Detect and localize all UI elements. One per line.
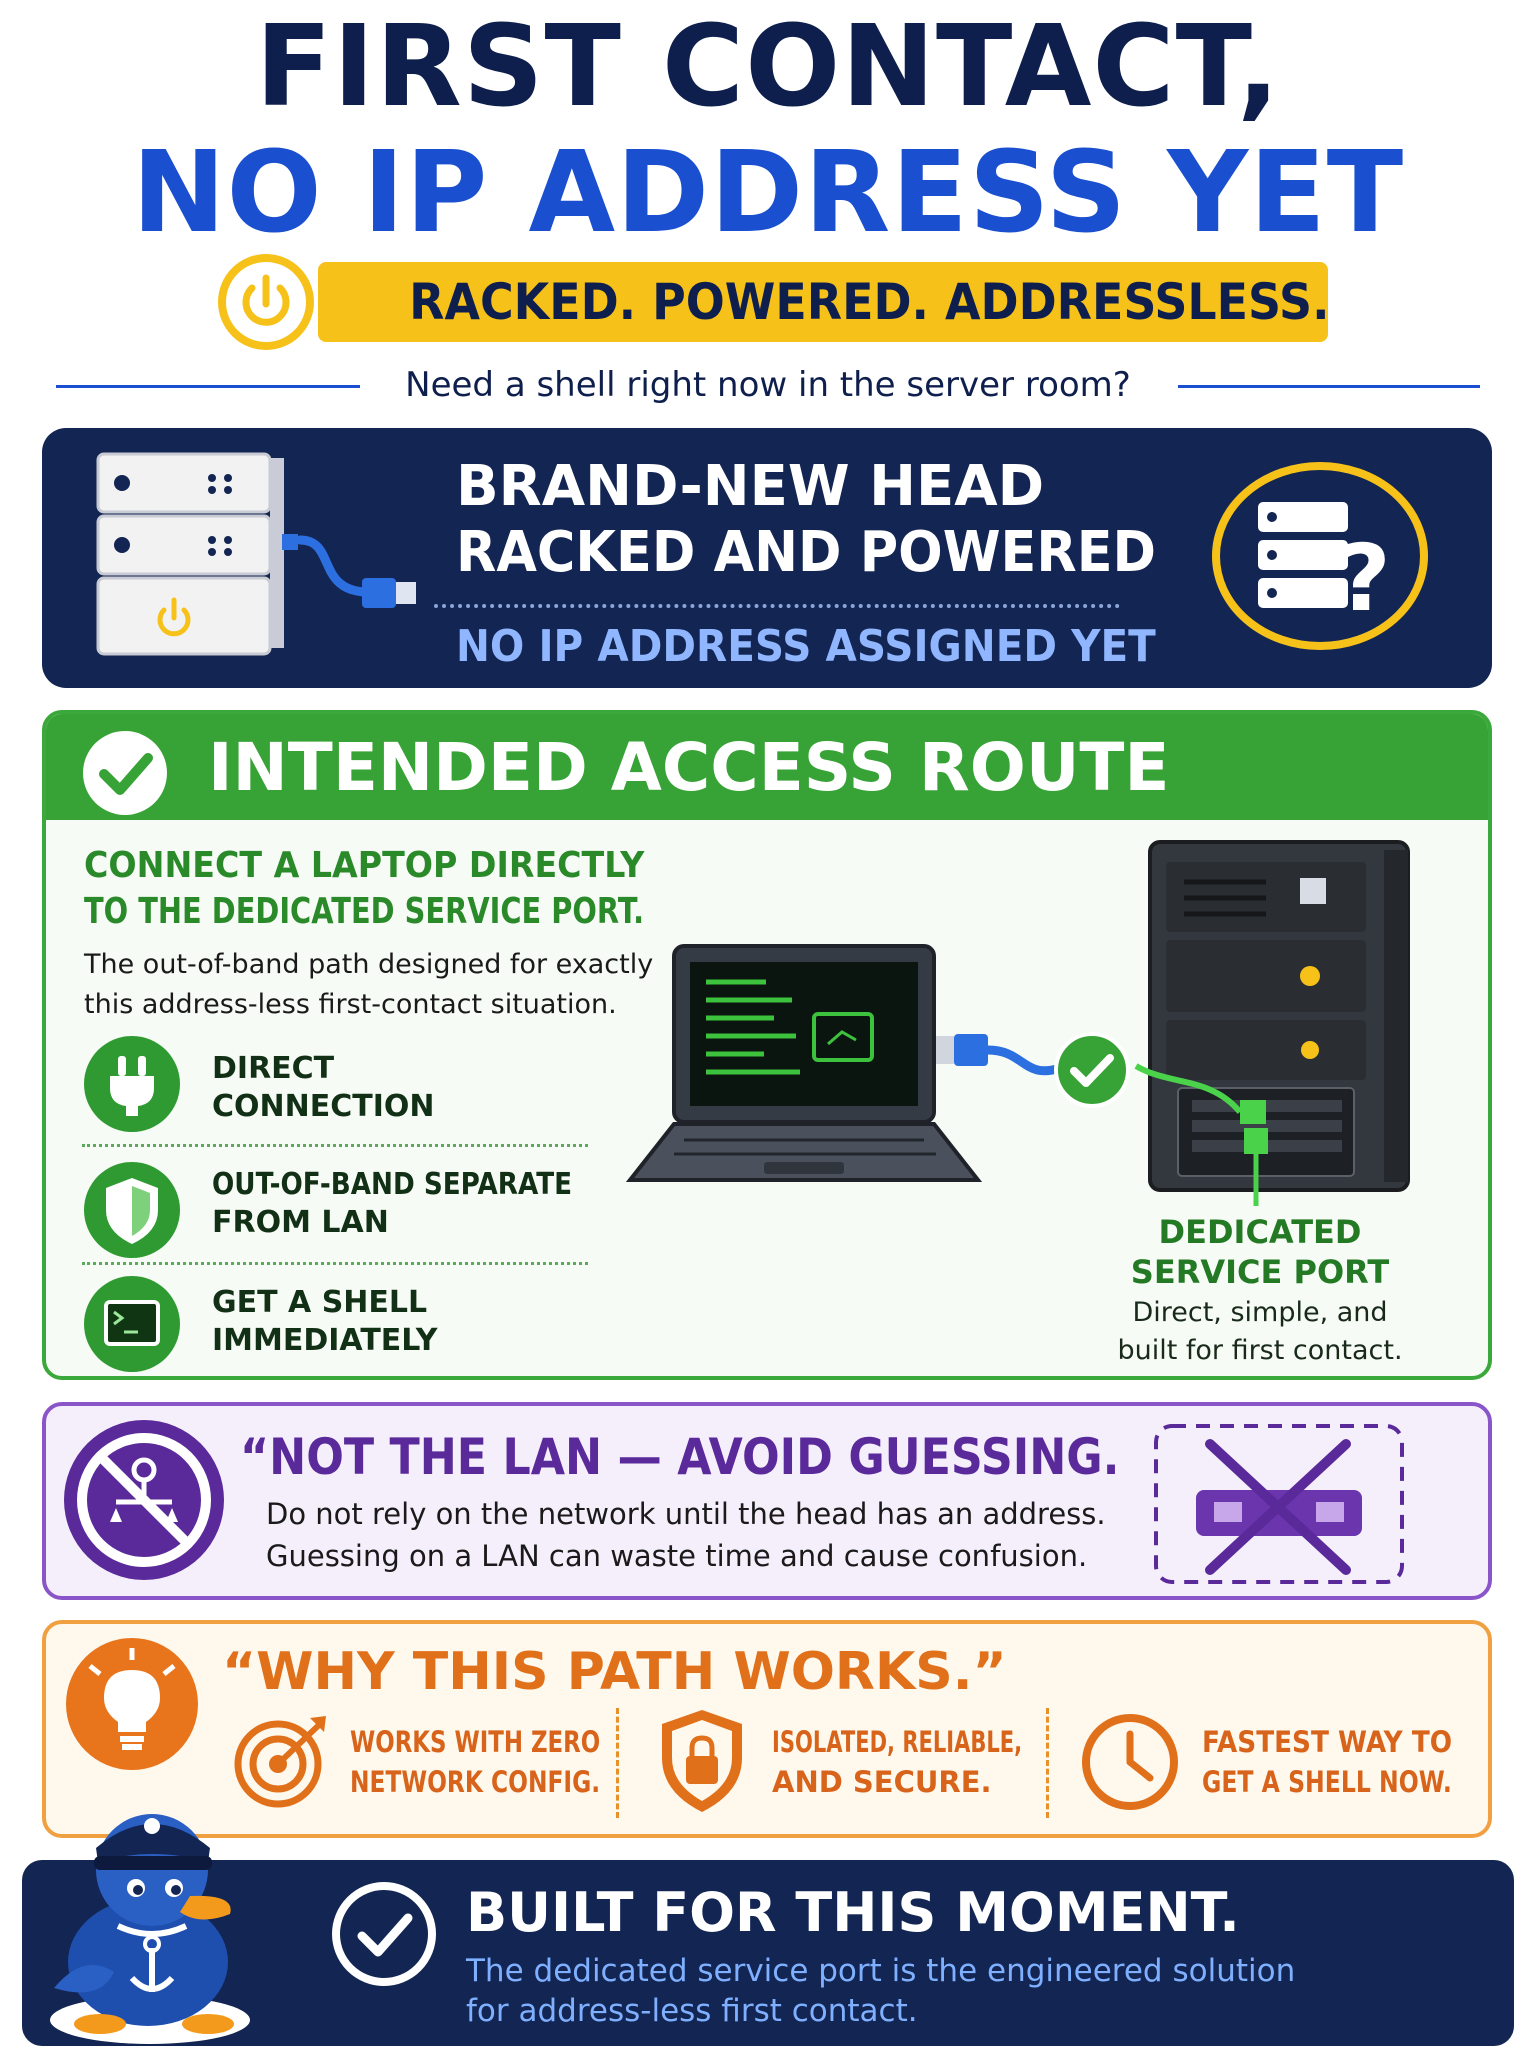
plug-icon — [84, 1036, 180, 1132]
built-body-1: The dedicated service port is the engine… — [466, 1953, 1296, 1989]
item-divider — [82, 1144, 588, 1147]
why-item-1-line-1: WORKS WITH ZERO — [350, 1725, 601, 1759]
target-icon — [234, 1716, 326, 1808]
duck-mascot-icon — [50, 1814, 250, 2044]
intended-item-2-line-1: OUT-OF-BAND SEPARATE — [212, 1167, 573, 1202]
why-item-2-line-2: AND SECURE. — [772, 1765, 992, 1799]
intended-item-3-line-2: IMMEDIATELY — [212, 1323, 438, 1358]
service-port-desc-1: Direct, simple, and — [1132, 1297, 1388, 1328]
check-icon — [1054, 1032, 1130, 1108]
why-item-1-line-2: NETWORK CONFIG. — [350, 1765, 601, 1799]
intended-item-3-line-1: GET A SHELL — [212, 1285, 428, 1320]
power-icon — [218, 254, 314, 350]
head-subheading: NO IP ADDRESS ASSIGNED YET — [456, 621, 1156, 672]
intended-heading-2: TO THE DEDICATED SERVICE PORT. — [84, 891, 645, 932]
server-tower-icon — [1134, 840, 1410, 1206]
title-line-2: NO IP ADDRESS YET — [131, 128, 1405, 258]
intended-route-title: INTENDED ACCESS ROUTE — [208, 729, 1170, 806]
subline: Need a shell right now in the server roo… — [405, 365, 1131, 405]
head-heading-2: RACKED AND POWERED — [456, 520, 1157, 585]
service-port-desc-2: built for first contact. — [1117, 1335, 1403, 1366]
laptop-icon — [625, 944, 1065, 1182]
tagline-banner — [318, 262, 1328, 342]
intended-route-header — [46, 714, 1488, 820]
why-heading: “WHY THIS PATH WORKS.” — [222, 1642, 1007, 1702]
terminal-icon — [84, 1276, 180, 1372]
shield-icon — [84, 1162, 180, 1258]
intended-item-1-line-2: CONNECTION — [212, 1089, 435, 1124]
server-question-icon: ? — [1212, 462, 1428, 650]
divider-right — [1178, 385, 1480, 388]
head-heading-1: BRAND-NEW HEAD — [456, 454, 1045, 519]
no-network-icon — [64, 1420, 224, 1580]
divider-left — [56, 385, 360, 388]
intended-heading-1: CONNECT A LAPTOP DIRECTLY — [84, 845, 645, 886]
check-icon — [83, 731, 167, 815]
title-line-1: FIRST CONTACT, — [255, 2, 1281, 132]
padlock-shield-icon — [662, 1710, 742, 1812]
item-divider — [82, 1262, 588, 1265]
why-item-3-line-2: GET A SHELL NOW. — [1202, 1765, 1452, 1799]
clock-icon — [1082, 1714, 1178, 1810]
built-body-2: for address-less first contact. — [466, 1993, 918, 2029]
why-item-3-line-1: FASTEST WAY TO — [1202, 1725, 1453, 1759]
svg-text:?: ? — [1337, 525, 1390, 632]
why-item-2-line-1: ISOLATED, RELIABLE, — [772, 1725, 1023, 1759]
why-separator — [616, 1708, 619, 1818]
intended-body-2: this address-less first-contact situatio… — [84, 989, 617, 1020]
tagline-text: RACKED. POWERED. ADDRESSLESS. — [409, 273, 1330, 331]
dotted-divider — [434, 604, 1120, 608]
server-icon — [96, 452, 298, 656]
service-port-label-1: DEDICATED — [1158, 1213, 1362, 1251]
avoid-body-1: Do not rely on the network until the hea… — [266, 1497, 1106, 1531]
intended-body-1: The out-of-band path designed for exactl… — [84, 949, 654, 980]
ethernet-plug-icon — [296, 535, 416, 608]
why-separator — [1046, 1708, 1049, 1818]
check-circle-icon — [332, 1882, 436, 1986]
built-heading: BUILT FOR THIS MOMENT. — [466, 1881, 1240, 1944]
intended-item-1-line-1: DIRECT — [212, 1051, 335, 1086]
built-for-moment-card — [22, 1860, 1514, 2046]
crossed-cable-icon — [1154, 1424, 1404, 1584]
service-port-label-2: SERVICE PORT — [1130, 1253, 1390, 1291]
avoid-heading: “NOT THE LAN — AVOID GUESSING. — [240, 1428, 1120, 1486]
avoid-body-2: Guessing on a LAN can waste time and cau… — [266, 1539, 1088, 1573]
intended-item-2-line-2: FROM LAN — [212, 1205, 389, 1240]
lightbulb-icon — [66, 1638, 198, 1770]
